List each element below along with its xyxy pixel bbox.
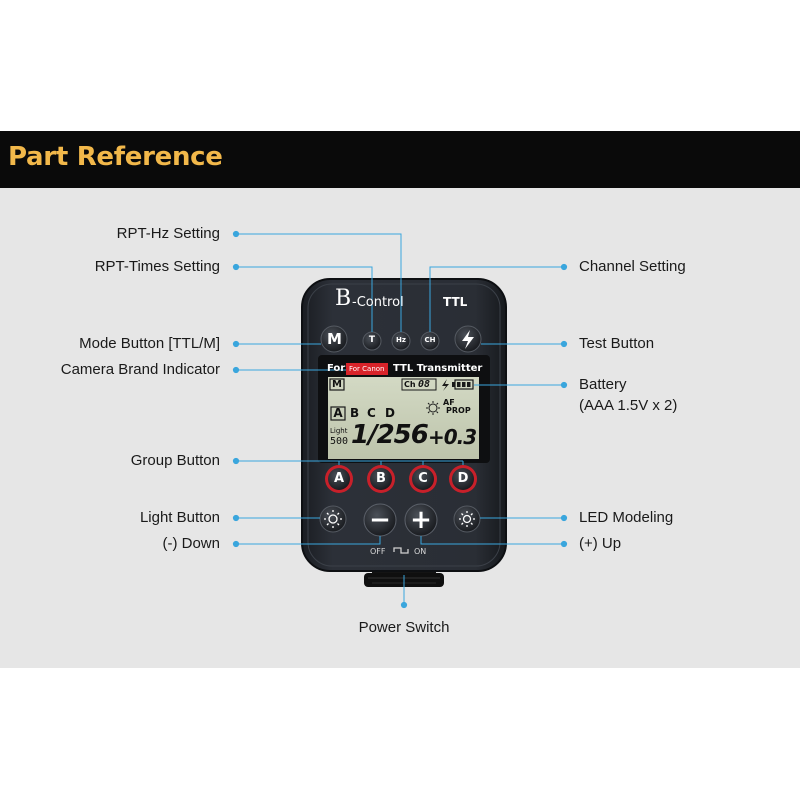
group-button-b-label: B <box>376 471 386 486</box>
group-button-c[interactable] <box>409 465 437 493</box>
label-rpt-times: RPT-Times Setting <box>94 258 220 275</box>
group-button-b[interactable] <box>367 465 395 493</box>
light-button[interactable] <box>319 505 347 533</box>
lcd-ch-box <box>401 378 437 391</box>
label-up: (+) Up <box>579 535 622 552</box>
power-switch[interactable] <box>393 547 409 554</box>
lcd-prop: PROP <box>446 406 471 415</box>
label-battery-spec: (AAA 1.5V x 2) <box>579 397 678 414</box>
lcd-group-a: A <box>333 406 343 420</box>
brand-logo-b: B <box>335 286 352 311</box>
plus-button-label: + <box>410 505 432 535</box>
camera-brand-indicator: For Canon <box>346 363 388 375</box>
rpt-hz-button-label: Hz <box>396 336 406 344</box>
group-button-c-label: C <box>418 471 428 486</box>
test-button[interactable] <box>454 325 482 353</box>
lcd-group-c: C <box>367 406 376 420</box>
label-test-button: Test Button <box>579 335 655 352</box>
header-bar <box>0 131 800 188</box>
label-rpt-hz: RPT-Hz Setting <box>116 225 220 242</box>
flash-icon <box>462 330 474 349</box>
group-button-d-label: D <box>457 471 469 486</box>
mode-button-label: M <box>327 330 342 348</box>
lcd-mode-box <box>329 378 345 391</box>
lcd-af: AF <box>443 398 455 407</box>
lcd-light-label: Light <box>330 427 348 435</box>
channel-button-label: CH <box>424 336 436 344</box>
lcd-flash-icon <box>442 379 449 391</box>
label-led-modeling: LED Modeling <box>579 509 674 526</box>
lcd-mode: M <box>332 379 342 390</box>
lcd-ch-label: Ch <box>404 380 416 389</box>
lcd-comp-value: +0.3 <box>428 425 477 449</box>
switch-on-label: ON <box>414 547 427 556</box>
lcd-group-b: B <box>350 406 360 420</box>
label-battery: Battery <box>579 376 627 393</box>
lcd-group-d: D <box>385 406 395 420</box>
label-channel-setting: Channel Setting <box>579 258 686 275</box>
light-bulb-icon <box>324 510 342 528</box>
label-light-button: Light Button <box>139 509 220 526</box>
lcd-ttl-transmitter: TTL Transmitter <box>393 363 483 374</box>
lcd-ch-value: 08 <box>418 379 431 390</box>
leader-lines <box>232 230 568 609</box>
group-button-a-label: A <box>333 471 345 486</box>
lcd-for: For <box>327 363 346 374</box>
label-mode-button: Mode Button [TTL/M] <box>79 335 220 352</box>
brand-ttl: TTL <box>443 295 468 309</box>
label-power-switch: Power Switch <box>358 619 450 636</box>
lcd-shutter-value: 1/256 <box>351 420 429 450</box>
minus-button-label: − <box>369 505 391 535</box>
led-modeling-button[interactable] <box>453 505 481 533</box>
lcd-light-value: 500 <box>330 436 349 447</box>
lcd-screen <box>328 377 479 459</box>
page-title: Part Reference <box>8 142 223 172</box>
switch-off-label: OFF <box>370 547 386 556</box>
mode-button[interactable] <box>320 325 348 353</box>
label-down: (-) Down <box>162 535 220 552</box>
group-button-d[interactable] <box>449 465 477 493</box>
led-modeling-icon <box>459 511 475 527</box>
brand-logo-rest: -Control <box>352 295 404 310</box>
rpt-times-button-label: T <box>368 335 376 345</box>
label-group-button: Group Button <box>130 452 220 469</box>
battery-indicator-icon <box>452 379 474 390</box>
lcd-group-a-box <box>330 406 346 421</box>
af-sun-icon <box>426 401 440 415</box>
label-camera-brand: Camera Brand Indicator <box>60 361 220 378</box>
group-button-a[interactable] <box>325 465 353 493</box>
